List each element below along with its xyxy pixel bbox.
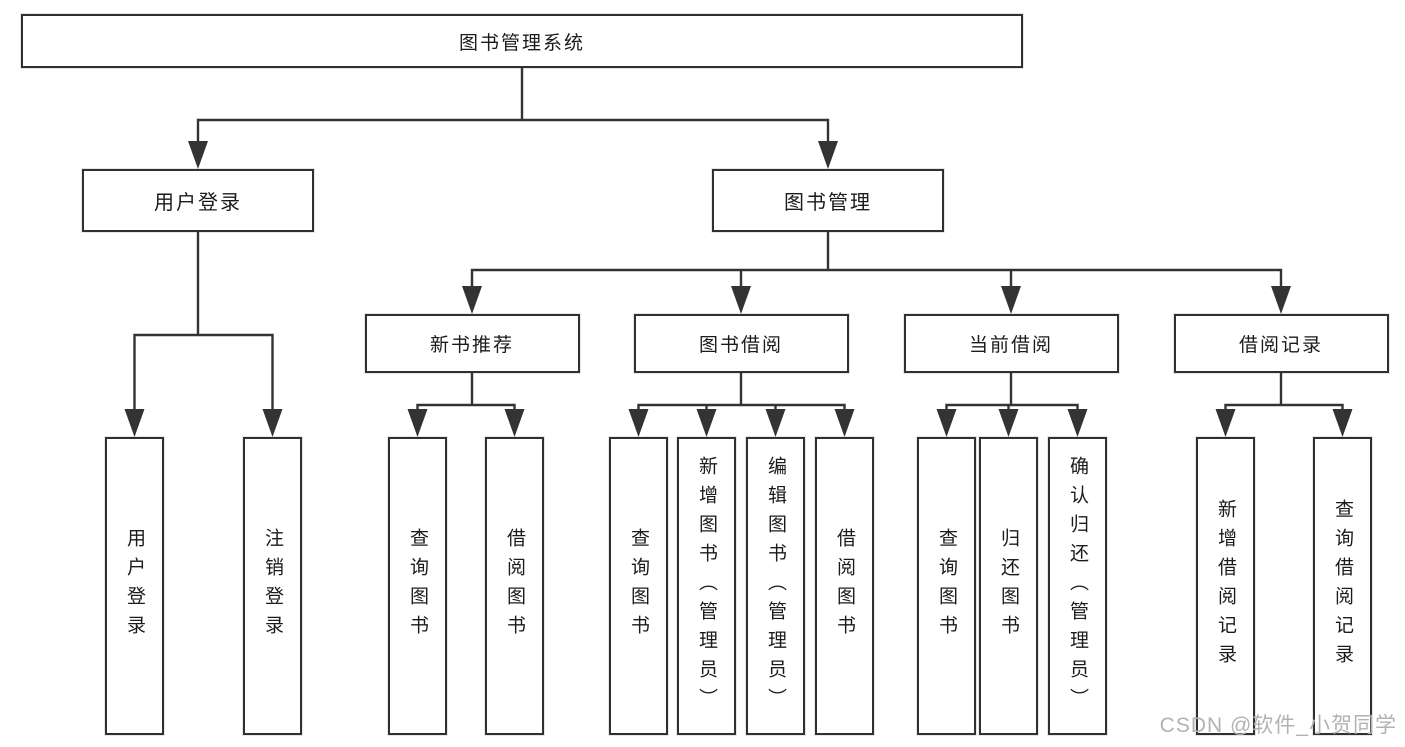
leaf-return-book: 归还图书 — [979, 437, 1038, 735]
leaf-label: 新增借阅记录 — [1215, 499, 1236, 673]
arrowhead — [504, 409, 525, 437]
leaf-logout: 注销登录 — [243, 437, 302, 735]
arrowhead — [731, 286, 751, 314]
leaf-add-borrow-record: 新增借阅记录 — [1196, 437, 1255, 735]
leaf-search-book: 查询图书 — [609, 437, 668, 735]
arrowhead — [407, 409, 428, 437]
leaf-label: 查询图书 — [628, 528, 649, 644]
box-book-borrow: 图书借阅 — [633, 314, 849, 373]
arrowhead — [818, 141, 838, 169]
connector-borrow-records-to-leaves — [1224, 373, 1344, 414]
box-root-system: 图书管理系统 — [21, 14, 1023, 68]
arrowhead — [124, 409, 145, 437]
connector-new-book-recommend-to-leaves — [416, 373, 516, 414]
connector-current-borrow-to-leaves — [945, 373, 1079, 414]
box-current-borrow: 当前借阅 — [903, 314, 1119, 373]
box-borrow-records: 借阅记录 — [1173, 314, 1389, 373]
box-new-book-recommend: 新书推荐 — [364, 314, 580, 373]
arrowhead — [1215, 409, 1236, 437]
leaf-label: 借阅图书 — [504, 528, 525, 644]
leaf-user-login: 用户登录 — [105, 437, 164, 735]
arrowhead — [998, 409, 1019, 437]
leaf-label: 查询图书 — [936, 528, 957, 644]
leaf-search-book-current: 查询图书 — [917, 437, 976, 735]
leaf-search-borrow-record: 查询借阅记录 — [1313, 437, 1372, 735]
connector-book-management-to-level3 — [470, 232, 1283, 291]
arrowhead — [188, 141, 208, 169]
leaf-search-book-recommend: 查询图书 — [388, 437, 447, 735]
leaf-label: 借阅图书 — [834, 528, 855, 644]
box-user-login: 用户登录 — [82, 169, 314, 232]
arrowhead — [462, 286, 482, 314]
leaf-label: 新增图书（管理员） — [696, 455, 717, 717]
arrowhead — [262, 409, 283, 437]
leaf-label: 查询借阅记录 — [1332, 499, 1353, 673]
leaf-confirm-return-admin: 确认归还（管理员） — [1048, 437, 1107, 735]
connector-book-borrow-to-leaves — [637, 373, 846, 414]
box-book-management: 图书管理 — [712, 169, 944, 232]
arrowhead — [834, 409, 855, 437]
connector-root-to-level2 — [196, 68, 830, 146]
leaf-label: 注销登录 — [262, 528, 283, 644]
connector-user-login-to-leaves — [133, 232, 274, 414]
leaf-label: 编辑图书（管理员） — [765, 455, 786, 717]
leaf-label: 查询图书 — [407, 528, 428, 644]
arrowhead — [628, 409, 649, 437]
arrowhead — [936, 409, 957, 437]
leaf-borrow-book-recommend: 借阅图书 — [485, 437, 544, 735]
leaf-edit-book-admin: 编辑图书（管理员） — [746, 437, 805, 735]
leaf-label: 确认归还（管理员） — [1067, 455, 1088, 717]
arrowhead — [1001, 286, 1021, 314]
arrowhead — [1067, 409, 1088, 437]
leaf-label: 用户登录 — [124, 528, 145, 644]
leaf-add-book-admin: 新增图书（管理员） — [677, 437, 736, 735]
leaf-borrow-book: 借阅图书 — [815, 437, 874, 735]
arrowhead — [765, 409, 786, 437]
arrowhead — [1271, 286, 1291, 314]
arrowhead — [1332, 409, 1353, 437]
leaf-label: 归还图书 — [998, 528, 1019, 644]
arrowhead — [696, 409, 717, 437]
